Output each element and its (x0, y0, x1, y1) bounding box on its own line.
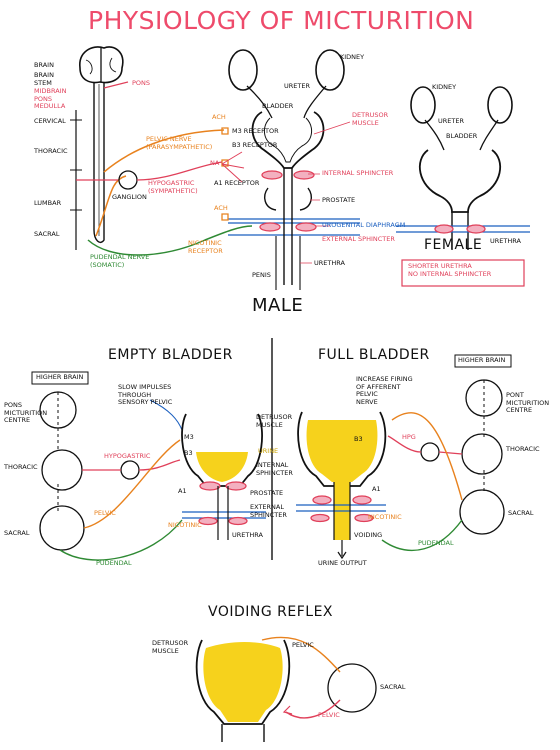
label-full-b3: B3 (354, 435, 363, 443)
label-full-thoracic: THORACIC (506, 445, 540, 453)
label-empty-b3: B3 (184, 449, 193, 457)
label-empty-higher-brain: HIGHER BRAIN (36, 373, 84, 381)
label-cervical: CERVICAL (34, 117, 66, 125)
label-prostate: PROSTATE (322, 196, 356, 204)
label-empty-urine: URINE (258, 447, 279, 455)
label-empty-urethra: URETHRA (232, 531, 263, 539)
label-bladder: BLADDER (262, 102, 294, 110)
full-bladder-diagram (296, 354, 512, 560)
label-increase-firing: INCREASE FIRING OF AFFERENT PELVIC NERVE (356, 375, 413, 406)
label-sacral: SACRAL (34, 230, 60, 238)
label-full-nicotinic: NICOTINIC (368, 513, 402, 521)
label-pelvic-nerve: PELVIC NERVE (PARASYMPATHETIC) (146, 135, 213, 151)
label-empty-external-sphincter: EXTERNAL SPHINCTER (250, 503, 287, 519)
label-b3-receptor: B3 RECEPTOR (232, 141, 278, 149)
label-full-pudendal: PUDENDAL (418, 539, 454, 547)
label-voiding-pelvic-bottom: PELVIC (318, 711, 340, 719)
label-ganglion: GANGLION (112, 193, 147, 201)
label-empty-prostate: PROSTATE (250, 489, 284, 497)
label-internal-sphincter: INTERNAL SPHINCTER (322, 169, 394, 177)
label-slow-impulses: SLOW IMPULSES THROUGH SENSORY PELVIC (118, 383, 173, 406)
label-urogenital-diaphragm: UROGENITAL DIAPHRAGM (322, 221, 406, 229)
female-diagram (396, 86, 530, 287)
label-voiding-reflex: VOIDING REFLEX (208, 604, 334, 620)
label-lumbar: LUMBAR (34, 199, 62, 207)
label-voiding-sacral: SACRAL (380, 683, 406, 691)
label-m3-receptor: M3 RECEPTOR (232, 127, 279, 135)
label-empty-pons: PONS MICTURITION CENTRE (4, 401, 48, 424)
label-female-bladder: BLADDER (446, 132, 478, 140)
label-female: FEMALE (424, 237, 483, 253)
label-full-bladder: FULL BLADDER (318, 347, 430, 363)
label-empty-nicotinic: NICOTINIC (168, 521, 202, 529)
label-kidney: KIDNEY (340, 53, 365, 61)
label-full-a1: α1 (372, 485, 381, 493)
label-empty-detrusor: DETRUSOR MUSCLE (256, 413, 293, 429)
label-empty-pelvic: PELVIC (94, 509, 116, 517)
label-brain: BRAIN (34, 61, 54, 69)
label-empty-sacral: SACRAL (4, 529, 30, 537)
label-empty-pudendal: PUDENDAL (96, 559, 132, 567)
label-pons: PONS (132, 79, 151, 87)
label-detrusor-muscle: DETRUSOR MUSCLE (352, 111, 389, 127)
voiding-reflex-diagram (195, 636, 377, 742)
label-male: MALE (252, 295, 304, 316)
label-brainstem: BRAIN STEM (34, 71, 54, 87)
label-ach-top: Ach (212, 113, 226, 121)
label-full-hpg: HPG (402, 433, 416, 441)
label-empty-a1: α1 (178, 487, 187, 495)
label-hypogastric: HYPOGASTRIC (SYMPATHETIC) (148, 179, 198, 195)
label-na: NA (210, 159, 220, 167)
label-thoracic: THORACIC (34, 147, 68, 155)
label-brainstem-parts: MIDBRAIN PONS MEDULLA (34, 87, 67, 110)
label-voiding-pelvic-top: PELVIC (292, 641, 314, 649)
label-empty-thoracic: THORACIC (4, 463, 38, 471)
label-empty-hypogastric: HYPOGASTRIC (104, 452, 151, 460)
label-urine-output: URINE OUTPUT (318, 559, 367, 567)
male-diagram (70, 46, 360, 290)
label-ach-bottom: Ach (214, 204, 228, 212)
label-female-note: SHORTER URETHRA NO INTERNAL SPHINCTER (408, 262, 492, 278)
label-female-kidney: KIDNEY (432, 83, 457, 91)
label-full-higher-brain: HIGHER BRAIN (458, 356, 506, 364)
label-penis: PENIS (252, 271, 271, 279)
label-full-pons: PONT MICTURITION CENTRE (506, 391, 550, 414)
label-full-sacral: SACRAL (508, 509, 534, 517)
page-title: PHYSIOLOGY OF MICTURITION (88, 6, 475, 35)
label-urethra: URETHRA (314, 259, 345, 267)
label-nicotinic-receptor: NICOTINIC RECEPTOR (188, 239, 223, 255)
label-empty-internal-sphincter: INTERNAL SPHINCTER (256, 461, 293, 477)
label-empty-m3: M3 (184, 433, 194, 441)
label-a1-receptor: α1 RECEPTOR (214, 179, 260, 187)
label-external-sphincter: EXTERNAL SPHINCTER (322, 235, 395, 243)
label-ureter: URETER (284, 82, 310, 90)
label-female-ureter: URETER (438, 117, 464, 125)
label-voiding-detrusor: DETRUSOR MUSCLE (152, 639, 189, 655)
label-voiding: VOIDING (354, 531, 383, 539)
empty-bladder-diagram (31, 371, 266, 561)
label-empty-bladder: EMPTY BLADDER (108, 347, 233, 363)
label-pudendal-nerve: PUDENDAL NERVE (SOMATIC) (90, 253, 150, 269)
label-female-urethra: URETHRA (490, 237, 521, 245)
